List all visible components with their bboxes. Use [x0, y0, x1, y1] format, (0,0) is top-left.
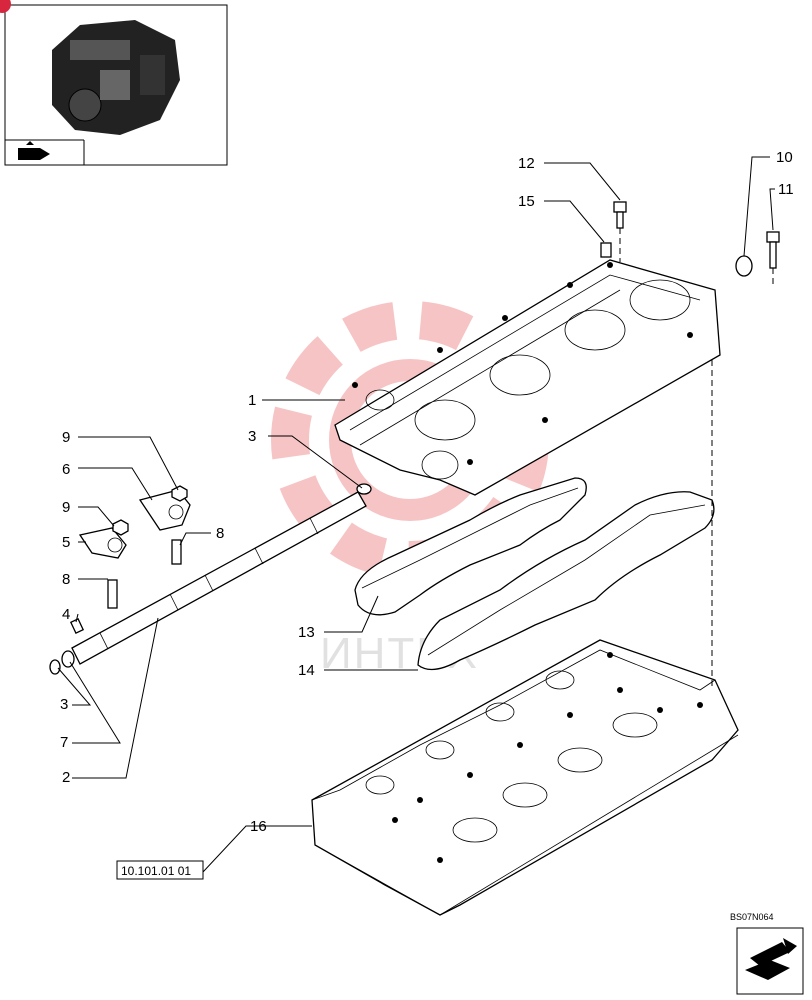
bolt-12[interactable] [613, 201, 627, 229]
reference-box[interactable]: 10.101.01 01 [116, 860, 204, 880]
adjuster-screw-8-right[interactable] [171, 539, 182, 565]
gasket-14[interactable] [354, 477, 587, 616]
corner-badge-icon [0, 0, 11, 13]
pin-4[interactable] [69, 618, 85, 634]
callout-13: 13 [298, 624, 315, 641]
callout-3-upper: 3 [248, 428, 256, 445]
callout-8-left: 8 [62, 571, 70, 588]
engine-icon [52, 20, 180, 135]
book-arrow-icon[interactable] [18, 141, 50, 160]
rocker-shaft[interactable] [71, 491, 367, 665]
o-ring-3-lower[interactable] [49, 659, 61, 675]
callout-10: 10 [776, 149, 793, 166]
seal-10[interactable] [735, 255, 753, 277]
callout-9-lower: 9 [62, 499, 70, 516]
bolt-11[interactable] [766, 231, 780, 269]
adjuster-screw-8-left[interactable] [107, 579, 118, 609]
book-arrow-icon [745, 938, 797, 980]
rocker-arm-5[interactable] [78, 527, 127, 559]
callout-16: 16 [250, 818, 267, 835]
callout-11: 11 [778, 181, 794, 198]
callout-4: 4 [62, 606, 70, 623]
callout-9-upper: 9 [62, 429, 70, 446]
dowel-15[interactable] [600, 242, 612, 258]
nut-9-lower[interactable] [112, 519, 129, 536]
callout-15: 15 [518, 193, 535, 210]
callout-7: 7 [60, 734, 68, 751]
callout-8-right: 8 [216, 525, 224, 542]
nut-9-upper[interactable] [171, 485, 188, 502]
gasket-13[interactable] [417, 491, 715, 671]
callout-12: 12 [518, 155, 535, 172]
callout-6: 6 [62, 461, 70, 478]
rocker-cover[interactable] [334, 259, 721, 496]
callout-3-lower: 3 [60, 696, 68, 713]
engine-thumbnail [4, 4, 228, 166]
next-page-button[interactable] [736, 927, 804, 995]
callout-5: 5 [62, 534, 70, 551]
plug-7[interactable] [61, 650, 75, 668]
figure-code: BS07N064 [730, 912, 774, 922]
callout-14: 14 [298, 662, 315, 679]
callout-2: 2 [62, 769, 70, 786]
cylinder-head[interactable] [311, 639, 739, 916]
leader-lines [57, 156, 775, 873]
callout-1: 1 [248, 392, 256, 409]
reference-label: 10.101.01 01 [121, 864, 191, 878]
